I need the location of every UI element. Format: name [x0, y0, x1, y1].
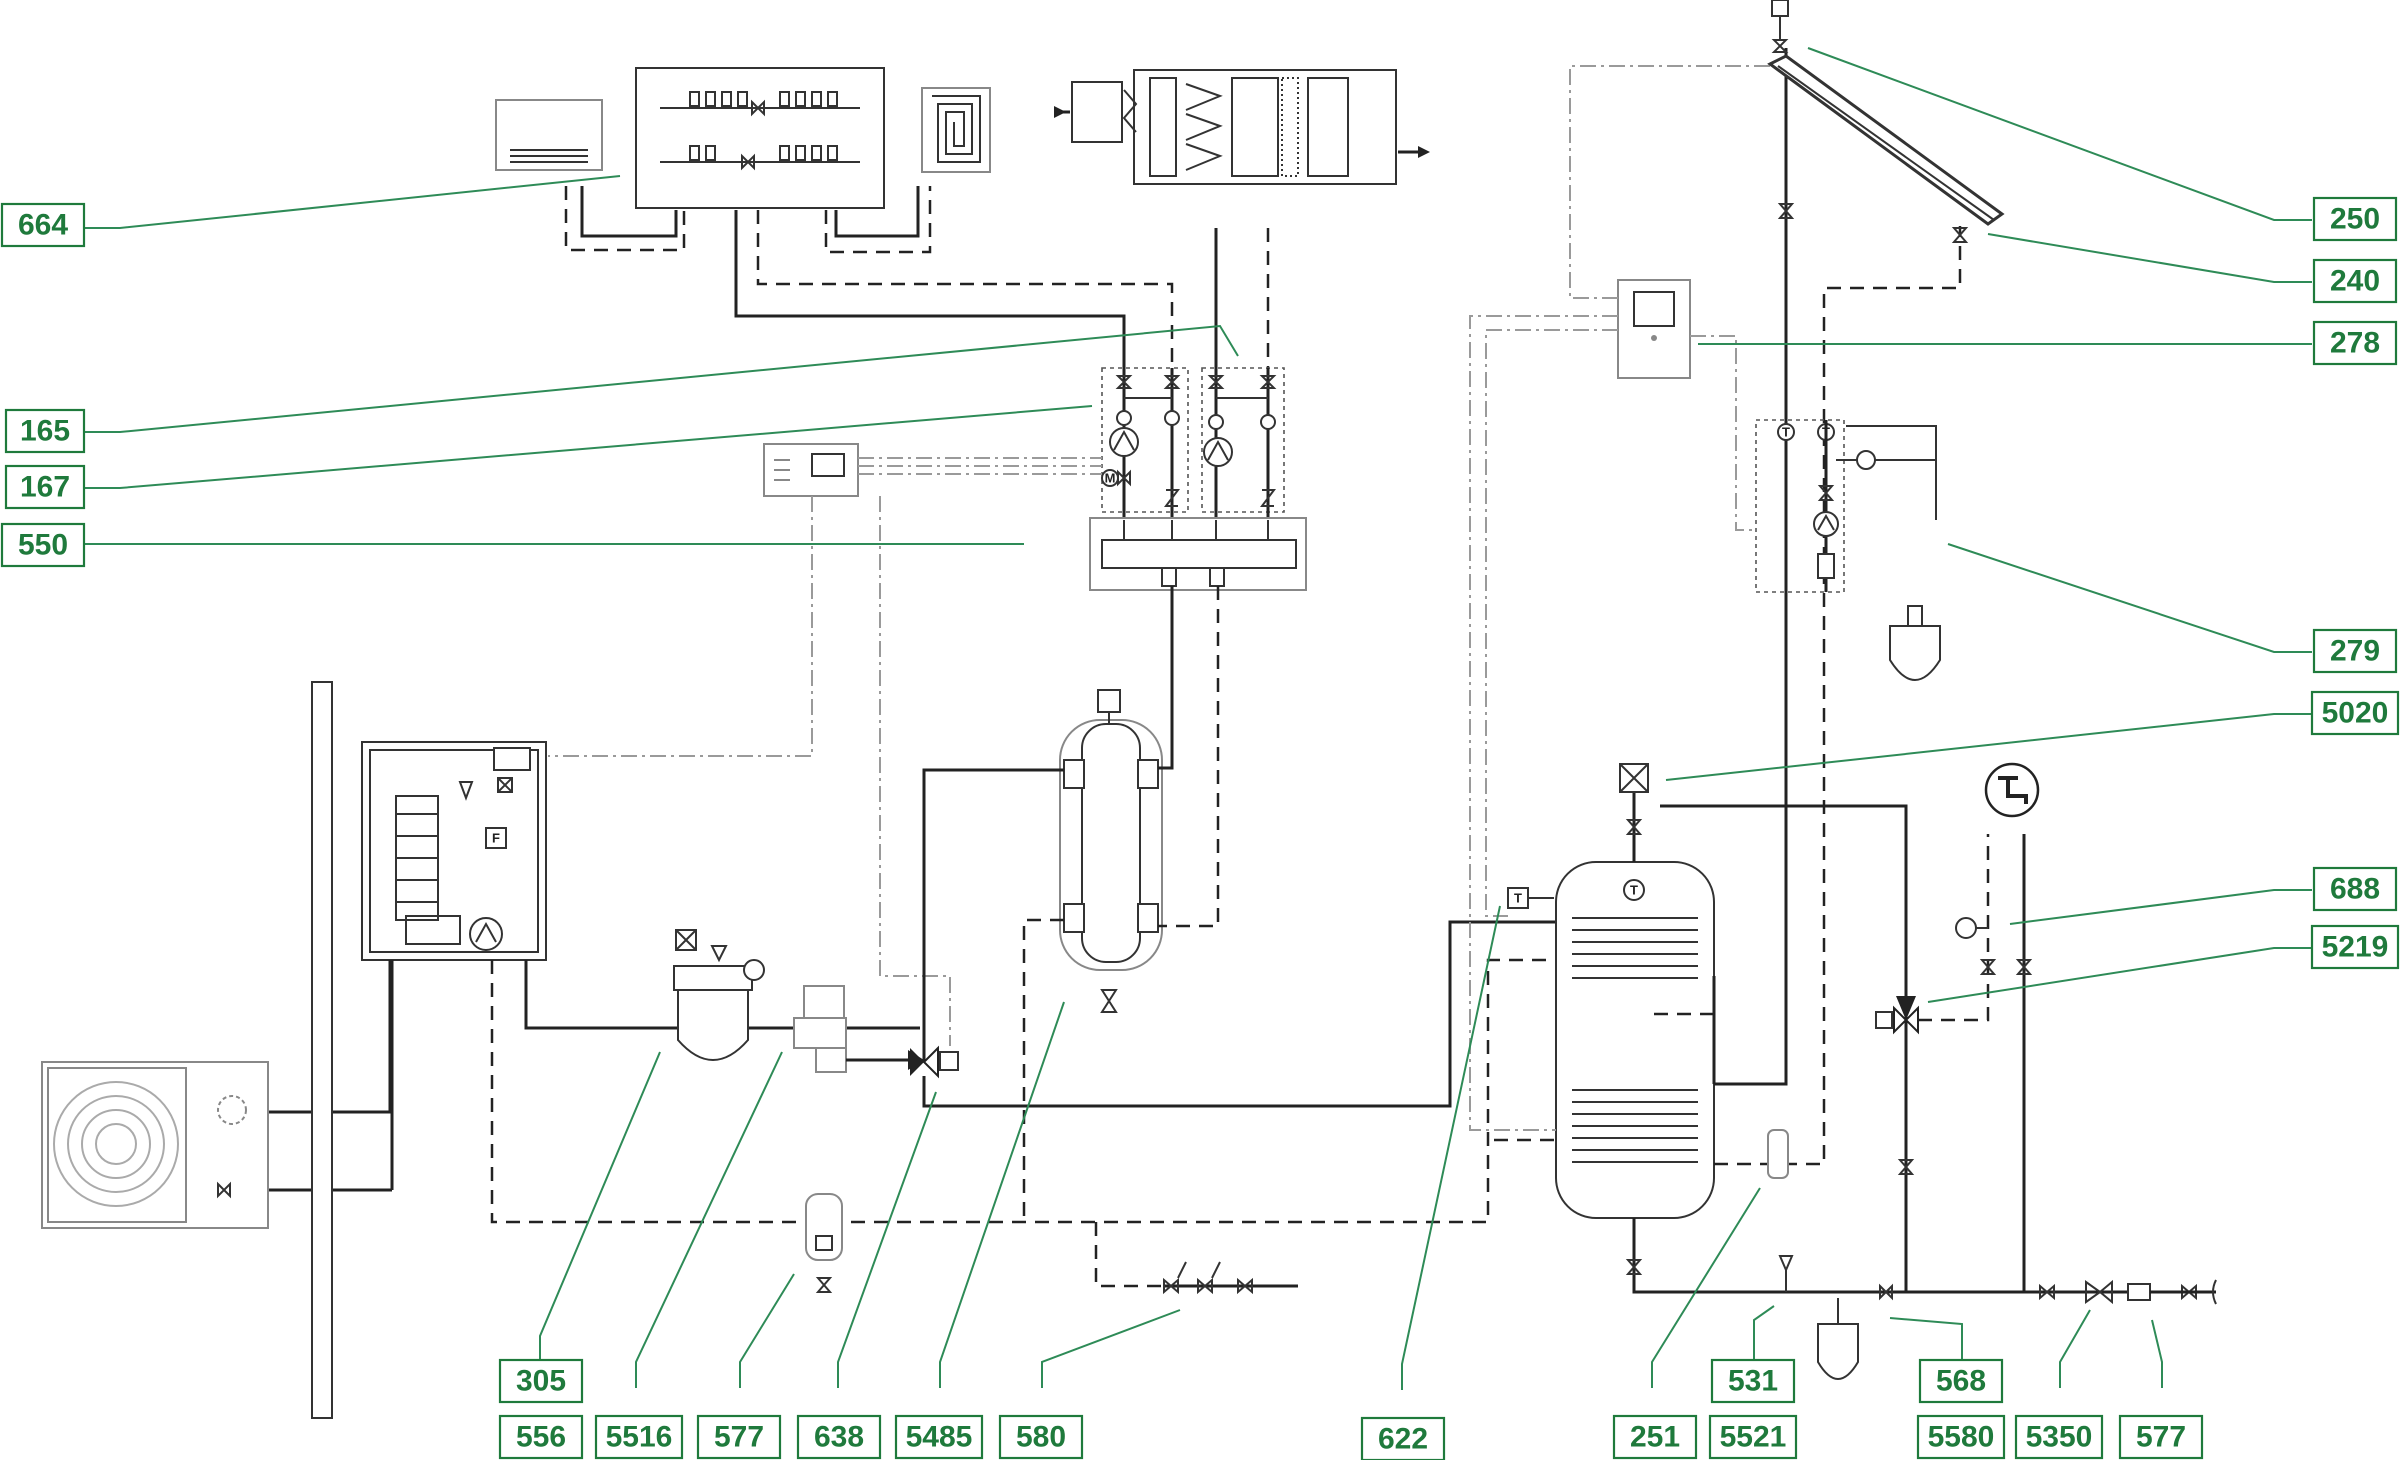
dhw-storage-tank: T	[1555, 861, 1715, 1219]
label-305: 305	[498, 1358, 584, 1404]
label-688-text: 688	[2330, 873, 2380, 906]
dirt-separator	[793, 985, 847, 1073]
label-165-text: 165	[20, 415, 70, 448]
label-556-text: 556	[516, 1421, 566, 1454]
tank-sensor: T	[1507, 887, 1529, 909]
label-5219-text: 5219	[2322, 931, 2389, 964]
filling-group	[1094, 1222, 1298, 1295]
distribution-manifold	[1089, 517, 1307, 591]
label-5020-text: 5020	[2322, 697, 2389, 730]
heat-pump-indoor-unit: F	[361, 741, 547, 961]
fan-coil-unit	[495, 99, 603, 171]
air-vent-251	[1767, 1129, 1789, 1179]
label-638-text: 638	[814, 1421, 864, 1454]
label-5485-text: 5485	[906, 1421, 973, 1454]
label-531: 531	[1710, 1358, 1796, 1404]
label-279-text: 279	[2330, 635, 2380, 668]
label-664: 664	[0, 202, 86, 248]
label-165: 165	[4, 408, 86, 454]
label-664-text: 664	[18, 209, 68, 242]
flow-mark: F	[492, 831, 500, 846]
label-568-text: 568	[1936, 1365, 1986, 1398]
label-622: 622	[1360, 1416, 1446, 1460]
tap-icon	[1984, 762, 2040, 818]
label-5350-text: 5350	[2026, 1421, 2093, 1454]
label-167: 167	[4, 464, 86, 510]
safety-valve	[1778, 1255, 1794, 1292]
label-5521-text: 5521	[1720, 1421, 1787, 1454]
leader-lines	[84, 47, 2312, 1390]
label-279: 279	[2312, 628, 2398, 674]
underfloor-manifold	[635, 67, 885, 209]
tank-temperature-mark: T	[1630, 883, 1638, 898]
label-5580: 5580	[1916, 1414, 2006, 1460]
label-278-text: 278	[2330, 327, 2380, 360]
label-580-text: 580	[1016, 1421, 1066, 1454]
label-5580-text: 5580	[1928, 1421, 1995, 1454]
label-568: 568	[1918, 1358, 2004, 1404]
label-251: 251	[1612, 1414, 1698, 1460]
automatic-air-vent	[805, 1193, 843, 1293]
label-278: 278	[2312, 320, 2398, 366]
label-5485: 5485	[894, 1414, 984, 1460]
label-250-text: 250	[2330, 203, 2380, 236]
solar-collector	[1767, 0, 2005, 243]
cold-water-inlet	[1879, 1279, 2217, 1305]
label-580: 580	[998, 1414, 1084, 1460]
label-5521: 5521	[1708, 1414, 1798, 1460]
label-5350: 5350	[2014, 1414, 2104, 1460]
heating-controller	[763, 443, 859, 497]
label-5219: 5219	[2310, 924, 2400, 970]
label-622-text: 622	[1378, 1423, 1428, 1456]
expansion-vessel	[673, 929, 765, 1061]
label-556: 556	[498, 1414, 584, 1460]
label-5516: 5516	[594, 1414, 684, 1460]
label-251-text: 251	[1630, 1421, 1680, 1454]
label-305-text: 305	[516, 1365, 566, 1398]
pump-group-mixed: M	[1101, 367, 1189, 520]
label-167-text: 167	[20, 471, 70, 504]
buffer-tank	[1059, 689, 1163, 1013]
label-240-text: 240	[2330, 265, 2380, 298]
solar-pump-station: T T	[1755, 419, 1937, 593]
thermostatic-mixing-valve	[1875, 996, 1919, 1035]
solar-t1-mark: T	[1782, 425, 1790, 440]
pump-group-direct	[1201, 367, 1285, 520]
label-577-left-text: 577	[714, 1421, 764, 1454]
label-638: 638	[796, 1414, 882, 1460]
sensor-622-mark: T	[1514, 891, 1522, 906]
heat-pump-outdoor-unit	[41, 1061, 269, 1229]
label-550-text: 550	[18, 529, 68, 562]
floor-heating-coil	[921, 87, 991, 173]
label-5516-text: 5516	[606, 1421, 673, 1454]
solar-controller	[1617, 279, 1691, 379]
label-250: 250	[2312, 196, 2398, 242]
three-way-valve	[910, 1045, 959, 1079]
label-688: 688	[2312, 866, 2398, 912]
label-5020: 5020	[2310, 690, 2400, 736]
label-577-right-text: 577	[2136, 1421, 2186, 1454]
solar-expansion-vessel	[1889, 605, 1941, 681]
label-240: 240	[2312, 258, 2398, 304]
label-531-text: 531	[1728, 1365, 1778, 1398]
motor-mark: M	[1105, 471, 1116, 486]
label-550: 550	[0, 522, 86, 568]
dhw-expansion-vessel	[1817, 1298, 1859, 1380]
label-577-right: 577	[2118, 1414, 2204, 1460]
label-577-left: 577	[696, 1414, 782, 1460]
air-handling-unit	[1054, 69, 1430, 185]
building-wall	[311, 681, 333, 1419]
